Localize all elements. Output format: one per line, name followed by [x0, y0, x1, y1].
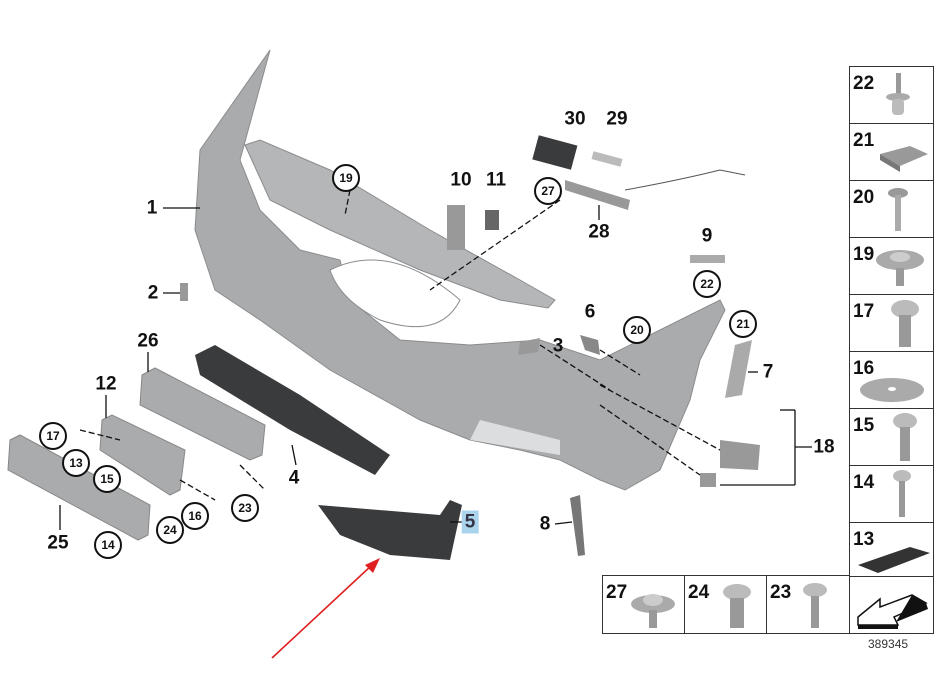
panel-label: 22 — [853, 73, 875, 94]
bolt-icon — [891, 300, 919, 347]
panel-cell-27: 27 — [603, 576, 685, 633]
clip-nut-icon — [880, 146, 928, 172]
bolt-icon — [723, 584, 751, 628]
plate-26 — [139, 367, 266, 461]
panel-label: 19 — [853, 244, 875, 265]
callout-9: 9 — [701, 225, 713, 247]
washer-screw-icon — [631, 594, 675, 628]
callout-18: 18 — [813, 436, 835, 458]
circled-callout-23: 23 — [231, 494, 259, 522]
callout-11: 11 — [485, 169, 507, 191]
callout-26: 26 — [137, 330, 159, 352]
panel-cell-15: 15 — [850, 409, 933, 466]
callout-5-highlighted: 5 — [461, 510, 479, 534]
fastener-side-panel: 22 21 20 19 17 16 15 14 13 — [849, 66, 934, 634]
circled-callout-15: 15 — [93, 465, 121, 493]
panel-cell-24: 24 — [685, 576, 767, 633]
callout-7: 7 — [762, 361, 774, 383]
callout-25: 25 — [47, 532, 69, 554]
direction-arrow-icon — [857, 594, 928, 629]
diagram-reference-number: 389345 — [868, 637, 909, 651]
callout-28: 28 — [588, 221, 610, 243]
circled-callout-24: 24 — [156, 516, 184, 544]
panel-label: 16 — [853, 358, 875, 379]
panel-label: 27 — [606, 582, 628, 603]
circled-callout-17: 17 — [39, 422, 67, 450]
panel-label: 17 — [853, 301, 875, 322]
callout-29: 29 — [606, 108, 628, 130]
leader-lines — [79, 189, 721, 501]
plate-25 — [7, 434, 151, 541]
panel-label: 15 — [853, 415, 875, 436]
washer-icon — [860, 378, 924, 402]
lower-grille-shape — [318, 500, 462, 560]
panel-cell-20: 20 — [850, 181, 933, 238]
plate-12 — [99, 414, 186, 496]
panel-cell-22: 22 — [850, 67, 933, 124]
panel-cell-21: 21 — [850, 124, 933, 181]
solid-leaders — [59, 205, 812, 530]
circled-callout-27: 27 — [534, 177, 562, 205]
panel-cell-17: 17 — [850, 295, 933, 352]
panel-label: 24 — [688, 582, 710, 603]
panel-label: 21 — [853, 130, 875, 151]
panel-label: 20 — [853, 187, 875, 208]
screw-icon — [888, 188, 908, 231]
circled-callout-16: 16 — [181, 502, 209, 530]
panel-cell-23: 23 — [767, 576, 849, 633]
push-rivet-icon — [886, 73, 910, 115]
circled-callout-14: 14 — [94, 531, 122, 559]
panel-cell-13: 13 — [850, 523, 933, 577]
screw-icon — [893, 470, 911, 517]
circled-callout-19: 19 — [332, 164, 360, 192]
callout-12: 12 — [95, 373, 117, 395]
callout-4: 4 — [288, 467, 300, 489]
callout-8: 8 — [539, 513, 551, 535]
panel-cell-19: 19 — [850, 238, 933, 295]
panel-cell-16: 16 — [850, 352, 933, 409]
foam-pad-icon — [858, 547, 930, 573]
panel-label: 23 — [770, 582, 792, 603]
panel-cell-14: 14 — [850, 466, 933, 523]
callout-2: 2 — [147, 282, 159, 304]
red-pointer-arrow — [271, 564, 373, 659]
circled-callout-22: 22 — [693, 270, 721, 298]
orientation-arrow-cell — [850, 577, 933, 633]
upper-trim-shape — [244, 139, 556, 309]
bolt-icon — [893, 413, 917, 461]
callout-10: 10 — [450, 169, 472, 191]
circled-callout-13: 13 — [62, 449, 90, 477]
circled-callout-20: 20 — [623, 316, 651, 344]
panel-label: 13 — [853, 529, 875, 550]
callout-3: 3 — [552, 335, 564, 357]
callout-6: 6 — [584, 301, 596, 323]
circled-callout-21: 21 — [729, 310, 757, 338]
callout-1: 1 — [146, 197, 158, 219]
callout-30: 30 — [564, 108, 586, 130]
fastener-bottom-panel: 27 24 23 — [602, 575, 850, 634]
panel-label: 14 — [853, 472, 875, 493]
center-grille-shape — [195, 345, 390, 475]
washer-screw-icon — [876, 250, 924, 286]
screw-icon — [803, 583, 827, 628]
